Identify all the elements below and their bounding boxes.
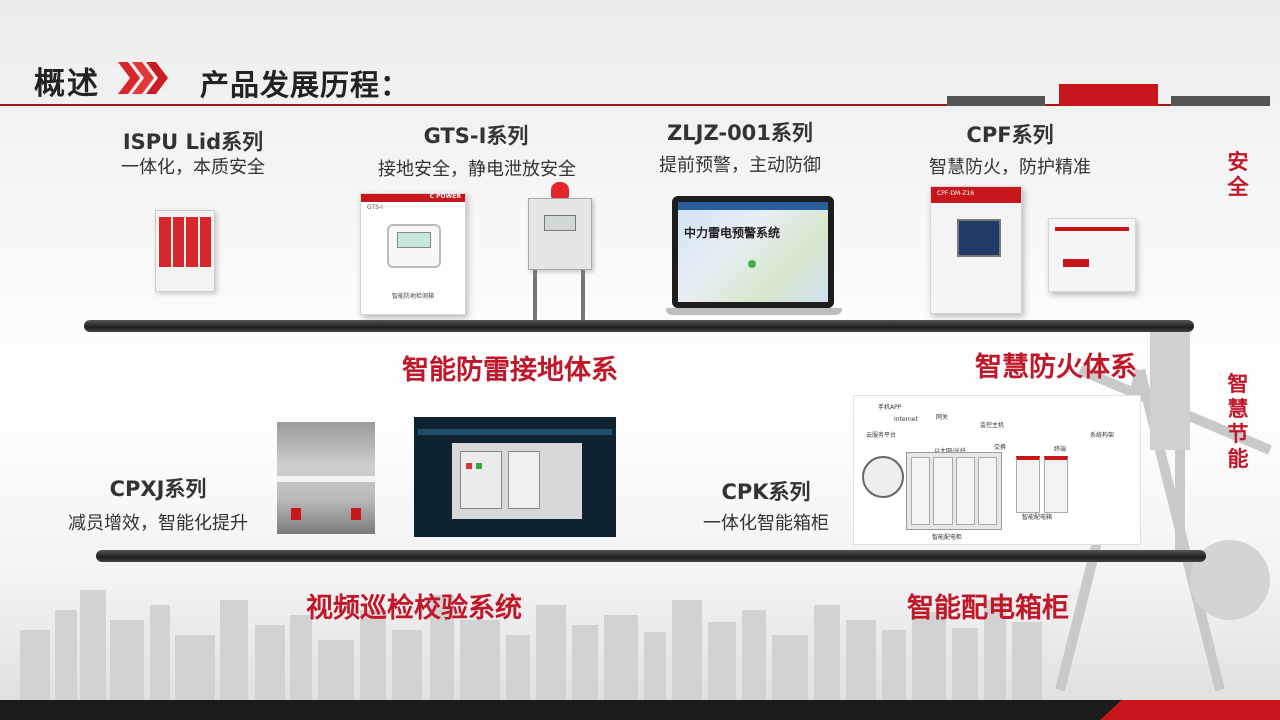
- cpk-network-diagram-image: 手机APP Internet 云服务平台 网关 监控主机 系统构架 以太网/光纤…: [853, 395, 1141, 545]
- system-label-lightning: 智能防雷接地体系: [402, 355, 618, 386]
- side-label-energy: 智慧节能: [1227, 372, 1249, 471]
- gts-brand-label: C POWER: [429, 193, 461, 200]
- page-subtitle: 产品发展历程：: [200, 68, 411, 102]
- network-terminal-label: 终端: [1054, 446, 1067, 453]
- network-box-label: 智能配电箱: [1022, 514, 1053, 521]
- cpf-fire-panel-image: CPF-DM-Z16: [930, 186, 1022, 314]
- cpf-module-image: [1048, 218, 1136, 292]
- header-bar-red: [1059, 84, 1158, 106]
- gts-detector-box-image: GTS-I C POWER 智能防地检测箱: [360, 193, 466, 315]
- footer-bar: [0, 700, 1280, 720]
- network-system-frame-label: 系统构架: [1090, 432, 1115, 439]
- product-title-zljz: ZLJZ-001系列: [667, 121, 813, 145]
- product-title-ispu: ISPU Lid系列: [122, 130, 264, 154]
- product-title-cpk: CPK系列: [721, 480, 811, 504]
- product-title-cpf: CPF系列: [966, 123, 1054, 147]
- side-label-safety: 安全: [1227, 150, 1249, 199]
- system-label-video: 视频巡检校验系统: [306, 593, 522, 624]
- product-title-gts: GTS-I系列: [423, 124, 529, 148]
- network-ethernet-label: 以太网/光纤: [934, 446, 966, 455]
- laptop-warning-system-image: 中力雷电预警系统: [666, 196, 842, 320]
- ispu-surge-protector-image: [155, 210, 215, 292]
- network-cabinet-label: 智能配电柜: [932, 534, 963, 541]
- product-desc-cpxj: 减员增效，智能化提升: [68, 513, 248, 534]
- laptop-screen-caption: 中力雷电预警系统: [684, 226, 781, 240]
- timeline-track-top: [84, 320, 1194, 332]
- network-switch-label: 交换: [994, 444, 1007, 451]
- network-cloud-label: 云服务平台: [866, 432, 897, 439]
- product-title-cpxj: CPXJ系列: [109, 477, 207, 501]
- city-skyline-decoration: [20, 590, 1042, 700]
- gts-box-caption: 智能防地检测箱: [391, 293, 434, 300]
- system-label-fire: 智慧防火体系: [975, 352, 1137, 383]
- network-app-label: 手机APP: [878, 404, 902, 411]
- network-internet-label: Internet: [894, 416, 918, 423]
- gts-box-label: GTS-I: [367, 204, 383, 211]
- product-desc-ispu: 一体化，本质安全: [121, 157, 265, 178]
- header-divider: [0, 104, 1270, 106]
- video-inspection-screen-image: [414, 417, 616, 537]
- gts-pole-box-image: [525, 180, 600, 330]
- corridor-camera-photo: [277, 422, 375, 534]
- page-title: 概述: [34, 66, 100, 102]
- header-bar-gray-2: [1171, 96, 1270, 106]
- network-gateway-label: 网关: [936, 414, 949, 421]
- product-desc-zljz: 提前预警，主动防御: [659, 155, 821, 176]
- header-bar-gray-1: [947, 96, 1045, 106]
- chevron-arrows-icon: [118, 62, 168, 94]
- cpf-panel-label: CPF-DM-Z16: [937, 190, 975, 197]
- product-desc-cpk: 一体化智能箱柜: [703, 513, 829, 534]
- network-monitor-host-label: 监控主机: [980, 422, 1005, 429]
- footer-accent-bar: [1100, 700, 1280, 720]
- timeline-track-bottom: [96, 550, 1206, 562]
- product-desc-gts: 接地安全，静电泄放安全: [378, 159, 576, 180]
- system-label-power: 智能配电箱柜: [907, 593, 1069, 624]
- product-desc-cpf: 智慧防火，防护精准: [929, 157, 1091, 178]
